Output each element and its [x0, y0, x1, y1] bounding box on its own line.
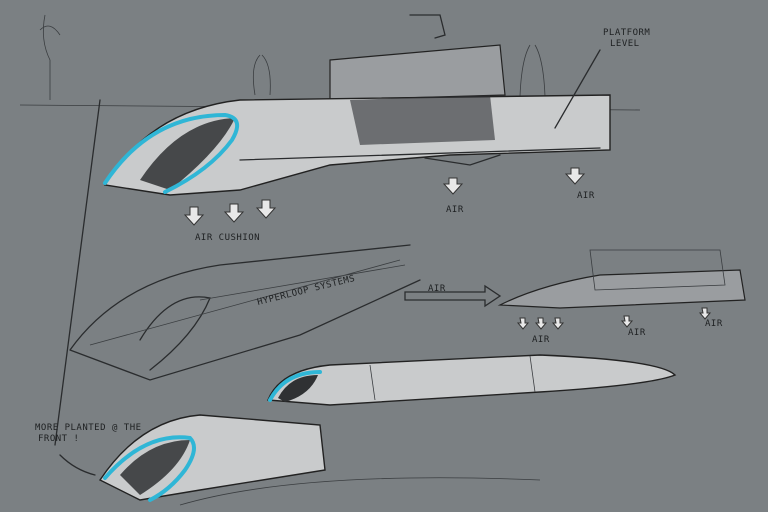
main-capsule-sketch	[103, 44, 611, 196]
air-label-mid: AIR	[446, 205, 464, 215]
air-small-label-3: AIR	[705, 319, 723, 329]
front-capsule-sketch	[54, 99, 541, 506]
long-capsule-sketch	[266, 354, 677, 406]
air-flow-label: AIR	[428, 284, 446, 294]
air-label-right: AIR	[577, 191, 595, 201]
air-small-label-1: AIR	[532, 335, 550, 345]
small-capsule-sketch	[404, 249, 746, 330]
air-cushion-label: AIR CUSHION	[195, 233, 260, 243]
air-arrows-top	[183, 49, 601, 226]
capsule-line-sketch	[69, 244, 421, 381]
air-small-label-2: AIR	[628, 328, 646, 338]
